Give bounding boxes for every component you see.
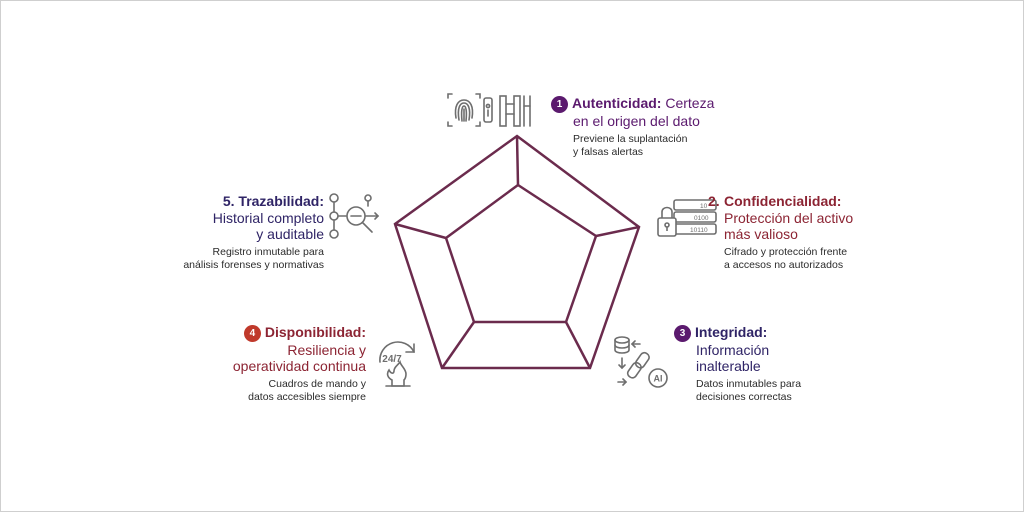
spoke-top: [515, 135, 520, 186]
pillar-description-line2: a accesos no autorizados: [724, 259, 844, 271]
database-chain-ai-icon: AI: [614, 336, 668, 388]
pillar-number: 5.: [222, 193, 235, 209]
pillar-subtitle: Protección del activo: [724, 210, 854, 226]
pillar-description-line2: datos accesibles siempre: [248, 391, 366, 403]
outer-pentagon: [393, 134, 641, 370]
padlock-binary-icon: 10 0100 10110: [657, 199, 717, 237]
pillar-title: Confidencialidad:: [724, 193, 842, 209]
pillar-description: Previene la suplantación: [573, 133, 688, 145]
pillar-description-line2: y falsas alertas: [573, 146, 644, 158]
binary-text-1: 10: [700, 203, 708, 210]
inner-pentagon: [444, 183, 598, 324]
ai-text: AI: [654, 374, 663, 384]
pillar-subtitle-line2: más valioso: [724, 226, 798, 242]
pillar-subtitle-line2: inalterable: [696, 358, 761, 374]
binary-text-3: 10110: [690, 227, 708, 234]
pillar-confidentiality: Confidencialidad: Protección del activo …: [724, 193, 904, 272]
availability-24-7-icon: 24/7: [379, 341, 415, 387]
pillar-confidentiality-number: 2.: [708, 193, 720, 210]
pillar-title: Autenticidad:: [572, 95, 662, 111]
pillar-description-line2: decisiones correctas: [696, 391, 792, 403]
spoke-bottom-left: [440, 321, 476, 369]
number-badge: 3: [674, 325, 691, 342]
pillar-description-line2: análisis forenses y normativas: [183, 259, 324, 271]
pillar-subtitle: Certeza: [665, 95, 715, 111]
pillar-subtitle: Historial completo: [212, 210, 324, 226]
pillar-title: Disponibilidad:: [264, 324, 366, 340]
pillar-description: Cifrado y protección frente: [724, 246, 848, 258]
pillar-description: Registro inmutable para: [212, 246, 324, 258]
number-badge: 1: [551, 96, 568, 113]
pillar-subtitle-line2: en el origen del dato: [573, 113, 700, 129]
pillar-traceability: 5. Trazabilidad: Historial completo y au…: [146, 193, 324, 272]
audit-trail-search-icon: [329, 193, 380, 239]
pillar-number: 2.: [708, 193, 720, 209]
fingerprint-access-icon: [447, 93, 531, 127]
pillar-description: Datos inmutables para: [696, 378, 802, 390]
pillar-subtitle: Información: [696, 342, 770, 358]
pillar-title: Trazabilidad:: [238, 193, 324, 209]
spoke-right: [595, 225, 640, 238]
spoke-bottom-right: [564, 321, 592, 369]
pillar-subtitle: Resiliencia y: [287, 342, 366, 358]
spoke-left: [394, 222, 447, 240]
pillar-description: Cuadros de mando y: [268, 378, 366, 390]
pillar-subtitle-line2: y auditable: [256, 226, 324, 242]
number-badge: 4: [243, 325, 261, 342]
pillar-title: Integridad:: [695, 324, 768, 340]
availability-text: 24/7: [382, 354, 402, 365]
binary-text-2: 0100: [694, 215, 709, 222]
pillar-subtitle-line2: operatividad continua: [232, 358, 366, 374]
